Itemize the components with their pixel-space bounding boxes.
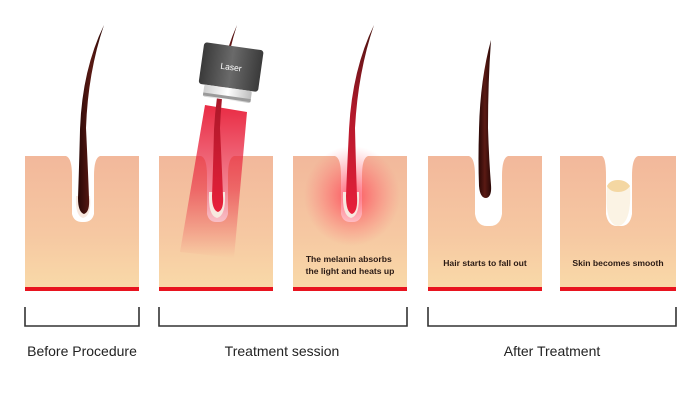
- follicle-tip: [607, 180, 630, 192]
- bracket-treatment: [158, 307, 408, 327]
- panel-caption: Skin becomes smooth: [572, 258, 663, 268]
- group-label-before: Before Procedure: [27, 343, 137, 359]
- laser-device-body: [198, 42, 264, 92]
- laser-label: Laser: [220, 61, 243, 74]
- bracket-after: [427, 307, 677, 327]
- skin-baseline: [159, 287, 273, 291]
- caption-line: the light and heats up: [306, 266, 395, 276]
- skin-baseline: [293, 287, 407, 291]
- hair-strand: [478, 40, 492, 198]
- group-label-treatment: Treatment session: [224, 343, 340, 359]
- healed-follicle: [606, 180, 631, 226]
- hair-strand: [78, 25, 104, 214]
- panel-fall-out: Hair starts to fall out: [428, 40, 542, 291]
- hair-strand: [346, 25, 374, 214]
- panel-before: [25, 25, 139, 291]
- skin-baseline: [428, 287, 542, 291]
- panel-laser: Laser: [159, 25, 273, 291]
- group-label-after: After Treatment: [503, 343, 601, 359]
- skin-baseline: [25, 287, 139, 291]
- laser-device-ring: [202, 92, 251, 103]
- caption-line: Hair starts to fall out: [443, 258, 527, 268]
- panel-absorb: The melanin absorbs the light and heats …: [293, 25, 407, 291]
- caption-line: Skin becomes smooth: [572, 258, 663, 268]
- skin-block: [428, 156, 542, 287]
- bracket-before: [24, 307, 140, 327]
- panel-caption: The melanin absorbs the light and heats …: [306, 254, 395, 276]
- skin-block: [560, 156, 676, 287]
- group-brackets: [24, 307, 677, 327]
- skin-block: [25, 156, 139, 287]
- panel-smooth: Skin becomes smooth: [560, 156, 676, 291]
- laser-device: Laser: [198, 42, 264, 103]
- panel-caption: Hair starts to fall out: [443, 258, 527, 268]
- skin-baseline: [560, 287, 676, 291]
- caption-line: The melanin absorbs: [306, 254, 392, 264]
- hair-strand: [212, 25, 237, 212]
- skin-block: [159, 156, 273, 287]
